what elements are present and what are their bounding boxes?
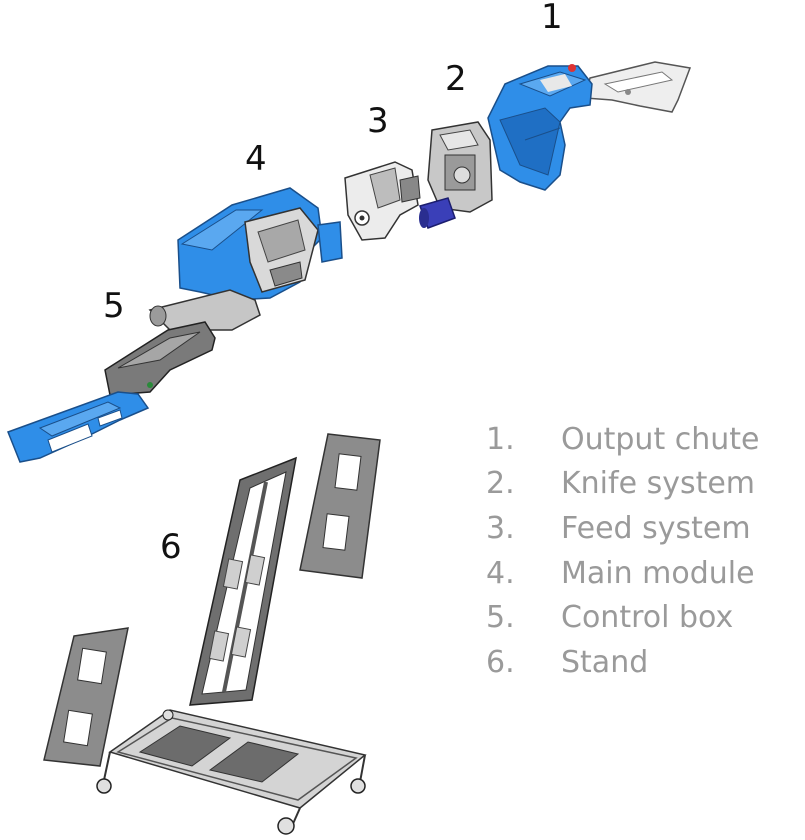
control-box-part	[7, 289, 261, 463]
legend-text: Output chute	[561, 421, 760, 457]
callout-2: 2	[445, 59, 467, 99]
output-chute-part	[487, 61, 692, 191]
legend-item: 5. Control box	[486, 595, 804, 640]
knife-system-part	[419, 121, 493, 229]
legend-text: Stand	[561, 644, 649, 680]
callout-6: 6	[160, 527, 182, 567]
legend-text: Feed system	[561, 510, 751, 546]
legend-number: 3.	[486, 510, 515, 546]
callout-4: 4	[245, 139, 267, 179]
legend-number: 4.	[486, 555, 515, 591]
legend-item: 6. Stand	[486, 640, 804, 685]
legend-number: 6.	[486, 644, 515, 680]
stand-part	[43, 433, 381, 835]
callout-1: 1	[541, 0, 563, 37]
parts-legend: 1. Output chute 2. Knife system 3. Feed …	[486, 417, 804, 685]
legend-number: 2.	[486, 466, 515, 502]
legend-item: 3. Feed system	[486, 506, 804, 551]
legend-number: 1.	[486, 421, 515, 457]
callout-3: 3	[367, 101, 389, 141]
legend-item: 1. Output chute	[486, 417, 804, 462]
callout-5: 5	[103, 286, 125, 326]
feed-system-part	[344, 161, 421, 241]
legend-text: Knife system	[561, 466, 756, 502]
legend-item: 4. Main module	[486, 551, 804, 596]
main-module-part	[177, 187, 343, 301]
legend-number: 5.	[486, 600, 515, 636]
legend-text: Main module	[561, 555, 755, 591]
legend-text: Control box	[561, 600, 734, 636]
legend-item: 2. Knife system	[486, 462, 804, 507]
